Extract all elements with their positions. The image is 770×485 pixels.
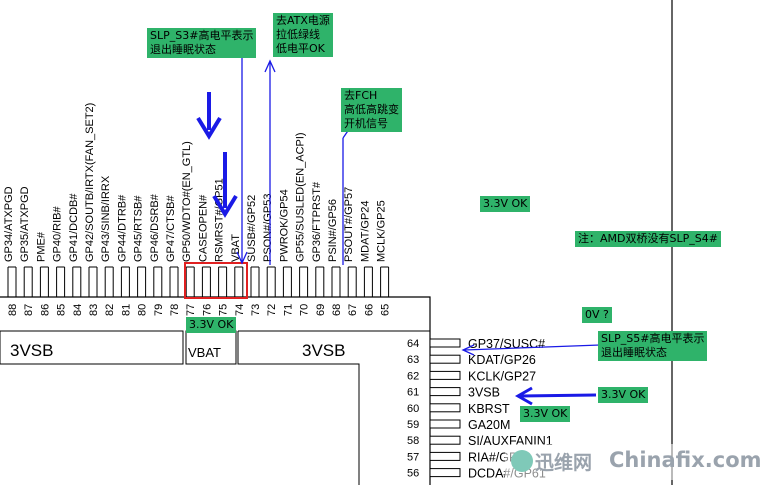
top-pin-label: GP36/FTPRST# [311, 181, 323, 262]
arrow-slp-s5 [463, 344, 601, 351]
right-pin-stub [429, 354, 461, 364]
right-pin-number: 57 [407, 451, 419, 463]
right-pin-number: 59 [407, 419, 419, 431]
top-pin-label: GP47/CTSB# [165, 194, 177, 262]
right-pin-label: KDAT/GP26 [468, 353, 536, 367]
right-pin-label: 3VSB [468, 386, 500, 400]
top-pin-number: 67 [347, 304, 359, 316]
right-pin-stub [429, 451, 461, 461]
top-pin-label: PSOUT#/GP57 [343, 187, 355, 262]
note-fch: 去FCH 高低高跳变 开机信号 [341, 88, 402, 132]
top-pin-label: GP40/RIB# [52, 205, 64, 262]
note-slp-s3: SLP_S3#高电平表示 退出睡眠状态 [147, 28, 257, 58]
note-3v3-top: 3.3V OK [480, 196, 531, 212]
top-pin-label: GP35/ATXPGD [19, 186, 31, 262]
right-pin-stub [429, 435, 461, 445]
top-pin-number: 79 [153, 304, 165, 316]
right-pin-number: 61 [407, 387, 419, 399]
top-pin-number: 77 [185, 304, 197, 316]
note-slp-s5: SLP_S5#高电平表示 退出睡眠状态 [598, 331, 708, 361]
right-pin-number: 62 [407, 370, 419, 382]
power-bar-right [237, 330, 430, 485]
top-pin-number: 83 [88, 304, 100, 316]
right-pin-number: 56 [407, 468, 419, 480]
top-pin-label: GP44/DTRB# [116, 194, 128, 262]
right-pin-stub [429, 338, 461, 348]
power-bar-vbat [185, 330, 237, 365]
top-pin-label: PSON#/GP53 [262, 194, 274, 262]
top-pin-number: 72 [266, 304, 278, 316]
note-ov: 0V ? [582, 307, 612, 323]
top-pin-label: CASEOPEN# [197, 194, 209, 262]
right-pin-label: KBRST [468, 402, 510, 416]
arrow-thick-1-head [196, 116, 222, 140]
top-pin-label: PSIN#/GP56 [327, 199, 339, 262]
arrow-thick-2-head [212, 194, 238, 218]
top-pin-number: 73 [250, 304, 262, 316]
power-left-label: 3VSB [10, 341, 53, 360]
top-pin-number: 78 [169, 304, 181, 316]
right-pin-number: 64 [407, 338, 419, 350]
top-pin-label: GP55/SUSLED(EN_ACPI) [295, 132, 307, 262]
top-pin-label: GP43/SINB/IRRX [100, 175, 112, 262]
top-pin-number: 80 [137, 304, 149, 316]
top-pin-number: 88 [7, 304, 19, 316]
top-pin-number: 82 [104, 304, 116, 316]
power-right-label: 3VSB [302, 341, 345, 360]
watermark-en: Chinafix.com [609, 448, 762, 472]
top-pin-number: 81 [120, 304, 132, 316]
top-pin-label: MDAT/GP24 [359, 200, 371, 262]
top-pin-label: GP45/RTSB# [133, 195, 145, 262]
top-pin-number: 69 [315, 304, 327, 316]
top-pin-number: 71 [282, 304, 294, 316]
top-pin-number: 75 [218, 304, 230, 316]
top-pin-number: 65 [380, 304, 392, 316]
top-pin-group: GP34/ATXPGD 88 GP35/ATXPGD 87 PME# 86 GP40/RIB… [3, 103, 392, 316]
top-pin-label: GP34/ATXPGD [3, 186, 15, 262]
right-pin-stub [429, 387, 461, 397]
right-pin-stub [429, 468, 461, 478]
top-pin-label: PWROK/GP54 [278, 189, 290, 262]
top-pin-label: PME# [35, 231, 47, 262]
watermark-cn: 迅维网 [535, 452, 593, 474]
right-pin-label: KCLK/GP27 [468, 369, 536, 383]
top-pin-number: 74 [234, 304, 246, 316]
right-pin-number: 58 [407, 435, 419, 447]
top-pin-number: 66 [363, 304, 375, 316]
note-3v3-pins: 3.3V OK [186, 317, 237, 333]
top-pin-label: GP42/SOUTB/IRTX(FAN_SET2) [84, 103, 96, 262]
highlight-box [184, 262, 248, 299]
right-pin-label: GA20M [468, 418, 510, 432]
power-vbat-label: VBAT [188, 345, 221, 360]
right-pin-stub [429, 403, 461, 413]
right-pin-stub [429, 370, 461, 380]
top-pin-label: MCLK/GP25 [376, 200, 388, 262]
top-pin-number: 68 [331, 304, 343, 316]
top-pin-number: 70 [299, 304, 311, 316]
watermark-logo-icon [511, 450, 533, 472]
top-pin-label: GP41/DCDB# [68, 193, 80, 262]
power-bar-left [0, 330, 184, 365]
right-pin-number: 60 [407, 403, 419, 415]
top-pin-number: 87 [23, 304, 35, 316]
top-pin-number: 84 [72, 304, 84, 316]
note-3v3-right: 3.3V OK [598, 387, 649, 403]
top-pin-number: 85 [56, 304, 68, 316]
top-pin-label: SUSB#/GP52 [246, 195, 258, 262]
right-pin-stub [429, 419, 461, 429]
note-amd: 注：AMD双桥没有SLP_S4# [575, 231, 721, 247]
top-pin-label: GP50/WDTO#(EN_GTL) [181, 141, 193, 262]
note-atx: 去ATX电源 拉低绿线 低电平OK [273, 13, 333, 57]
arrow-3vsb [519, 393, 597, 398]
top-pin-number: 76 [201, 304, 213, 316]
note-3v3-kbrst: 3.3V OK [520, 406, 571, 422]
right-pin-number: 63 [407, 354, 419, 366]
top-pin-number: 86 [39, 304, 51, 316]
top-pin-label: GP46/DSRB# [149, 193, 161, 262]
watermark: 迅维网 Chinafix.com [505, 444, 770, 480]
